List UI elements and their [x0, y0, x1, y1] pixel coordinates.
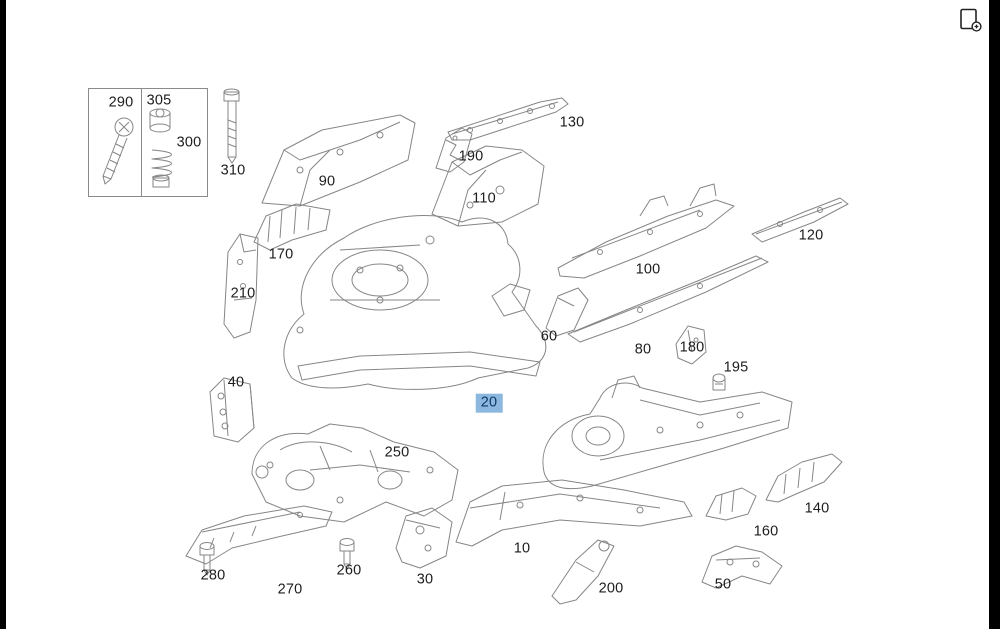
- part-label-250[interactable]: 250: [384, 444, 410, 461]
- part-label-60[interactable]: 60: [540, 328, 558, 345]
- part-label-290[interactable]: 290: [108, 94, 134, 111]
- part-label-195[interactable]: 195: [723, 359, 749, 376]
- part-label-270[interactable]: 270: [277, 581, 303, 598]
- part-label-170[interactable]: 170: [268, 246, 294, 263]
- part-label-310[interactable]: 310: [220, 162, 246, 179]
- part-label-140[interactable]: 140: [804, 500, 830, 517]
- right-edge-bar: [989, 0, 1000, 629]
- part-label-10[interactable]: 10: [513, 540, 531, 557]
- part-label-40[interactable]: 40: [227, 374, 245, 391]
- part-label-180[interactable]: 180: [679, 339, 705, 356]
- part-label-300[interactable]: 300: [176, 134, 202, 151]
- part-label-100[interactable]: 100: [635, 261, 661, 278]
- part-label-190[interactable]: 190: [458, 148, 484, 165]
- hardware-box-divider: [141, 89, 142, 196]
- document-export-icon[interactable]: [959, 8, 983, 32]
- part-label-80[interactable]: 80: [634, 341, 652, 358]
- part-label-200[interactable]: 200: [598, 580, 624, 597]
- hardware-box: [88, 88, 208, 197]
- part-label-260[interactable]: 260: [336, 562, 362, 579]
- part-label-305[interactable]: 305: [146, 92, 172, 109]
- part-label-130[interactable]: 130: [559, 114, 585, 131]
- part-label-20[interactable]: 20: [475, 393, 503, 413]
- part-label-110[interactable]: 110: [472, 190, 496, 207]
- part-label-30[interactable]: 30: [416, 571, 434, 588]
- part-label-280[interactable]: 280: [200, 567, 226, 584]
- part-label-160[interactable]: 160: [753, 523, 779, 540]
- part-label-210[interactable]: 210: [230, 285, 256, 302]
- part-label-90[interactable]: 90: [318, 173, 336, 190]
- part-label-50[interactable]: 50: [714, 576, 732, 593]
- left-edge-bar: [0, 0, 6, 629]
- part-label-120[interactable]: 120: [798, 227, 824, 244]
